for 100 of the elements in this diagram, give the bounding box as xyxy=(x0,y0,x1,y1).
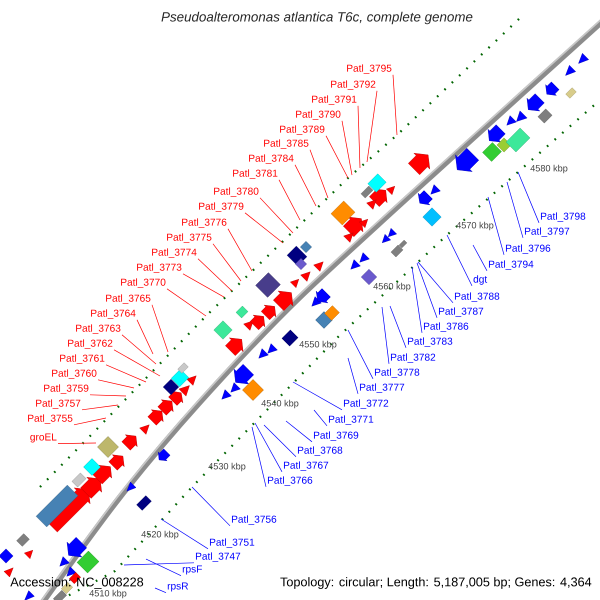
leader-line xyxy=(82,404,118,410)
gene-label: rpsF xyxy=(182,565,202,575)
gene-label: Patl_3790 xyxy=(296,110,340,120)
leader-line xyxy=(260,197,294,234)
leader-line xyxy=(358,105,360,168)
gene-label: Patl_3768 xyxy=(298,446,342,456)
title: Pseudoalteromonas atlantica T6c, complete genome xyxy=(161,12,472,24)
leader-line xyxy=(182,273,224,298)
gene-label: Patl_3777 xyxy=(360,383,404,393)
gene-label: Patl_3765 xyxy=(106,294,150,304)
gene-label: Patl_3781 xyxy=(233,169,278,179)
leader-line xyxy=(98,379,134,388)
gene-label: Patl_3772 xyxy=(344,399,388,409)
leader-line xyxy=(228,228,252,272)
leader-line xyxy=(412,266,422,334)
leader-line xyxy=(518,172,540,224)
gene-label: groEL xyxy=(30,433,57,443)
gene-label: Patl_3778 xyxy=(374,368,420,378)
gene-label: Patl_3782 xyxy=(390,353,436,363)
leader-line xyxy=(294,164,316,206)
leader-line xyxy=(58,442,96,444)
leader-line xyxy=(416,262,438,318)
leader-line xyxy=(506,182,524,238)
gene-label: Patl_3766 xyxy=(268,476,312,486)
leader-line xyxy=(418,262,454,304)
tick-label: 4510 kbp xyxy=(89,590,126,598)
tick-label: 4560 kbp xyxy=(373,282,410,292)
leader-line xyxy=(342,120,352,176)
leader-line xyxy=(264,424,296,458)
leader-line xyxy=(146,558,182,576)
gene-label: Patl_3774 xyxy=(152,248,197,258)
gene-label: Patl_3771 xyxy=(328,415,374,425)
gene-label: Patl_3761 xyxy=(60,354,104,364)
leader-line xyxy=(166,288,206,316)
tick-label: 4580 kbp xyxy=(530,164,568,174)
gene-label: Patl_3784 xyxy=(249,154,294,164)
leader-line xyxy=(212,243,242,282)
leader-line xyxy=(254,422,282,472)
leader-line xyxy=(136,319,154,354)
accession-text: Accession: NC_008228 xyxy=(10,577,144,589)
gene-label: Patl_3759 xyxy=(44,384,88,394)
leader-line xyxy=(74,418,106,426)
gene-label: Patl_3780 xyxy=(214,187,258,197)
leader-line xyxy=(198,258,232,292)
leader-line xyxy=(348,330,374,380)
gene-label: Patl_3792 xyxy=(331,80,376,90)
tick-label: 4540 kbp xyxy=(261,400,298,408)
gene-label: rpsR xyxy=(168,582,188,592)
gene-label: Patl_3763 xyxy=(76,324,120,334)
gene-label: Patl_3755 xyxy=(28,414,72,424)
leader-line xyxy=(488,196,504,256)
leader-line xyxy=(366,90,378,162)
tick-label: 4550 kbp xyxy=(299,340,336,350)
gene-label: Patl_3764 xyxy=(91,309,136,319)
gene-label: Patl_3797 xyxy=(524,227,570,237)
gene-label: dgt xyxy=(474,275,488,285)
gene-label: Patl_3787 xyxy=(438,307,484,317)
leader-line xyxy=(382,306,390,364)
leader-line xyxy=(90,394,126,396)
gene-label: Patl_3767 xyxy=(284,461,328,471)
gene-label: Patl_3786 xyxy=(424,322,468,332)
gene-label: Patl_3770 xyxy=(121,278,166,288)
leader-line xyxy=(152,304,168,352)
gene-label: Patl_3773 xyxy=(137,263,182,273)
gene-label: Patl_3785 xyxy=(264,139,308,149)
gene-label: Patl_3795 xyxy=(347,64,392,74)
gene-label: Patl_3783 xyxy=(408,337,452,347)
gene-label: Patl_3762 xyxy=(68,339,112,349)
gene-label: Patl_3757 xyxy=(36,399,80,409)
leader-line xyxy=(160,518,208,550)
gene-label: Patl_3756 xyxy=(232,515,276,525)
leader-line xyxy=(326,135,348,178)
gene-label: Patl_3776 xyxy=(182,218,226,228)
leader-line xyxy=(472,244,488,272)
gene-label: Patl_3789 xyxy=(280,125,324,135)
gene-label: Patl_3760 xyxy=(52,369,96,379)
leader-line xyxy=(286,420,312,442)
leader-line xyxy=(348,358,358,394)
leader-line xyxy=(310,149,328,198)
leader-line xyxy=(124,562,194,566)
gene-label: Patl_3747 xyxy=(196,552,240,562)
gene-label: Patl_3779 xyxy=(199,202,244,212)
leader-line xyxy=(154,588,166,594)
leader-line xyxy=(292,382,342,410)
leader-line xyxy=(244,212,284,244)
leader-line xyxy=(392,74,398,136)
gene-label: Patl_3791 xyxy=(312,95,356,105)
leader-line xyxy=(114,349,160,376)
leader-line xyxy=(192,486,230,526)
leader-line xyxy=(252,426,266,488)
gene-label: Patl_3788 xyxy=(454,292,500,302)
leader-line xyxy=(106,364,146,382)
leader-line xyxy=(122,334,156,364)
leader-line xyxy=(390,306,406,348)
leader-line xyxy=(446,234,472,286)
gene-label: Patl_3798 xyxy=(540,212,586,222)
gene-label: Patl_3769 xyxy=(314,431,358,441)
genome-info-text: Topology: circular; Length: 5,187,005 bp; Genes: 4,364 xyxy=(280,577,592,589)
tick-label: 4520 kbp xyxy=(141,530,178,540)
gene-label: Patl_3796 xyxy=(506,244,550,254)
